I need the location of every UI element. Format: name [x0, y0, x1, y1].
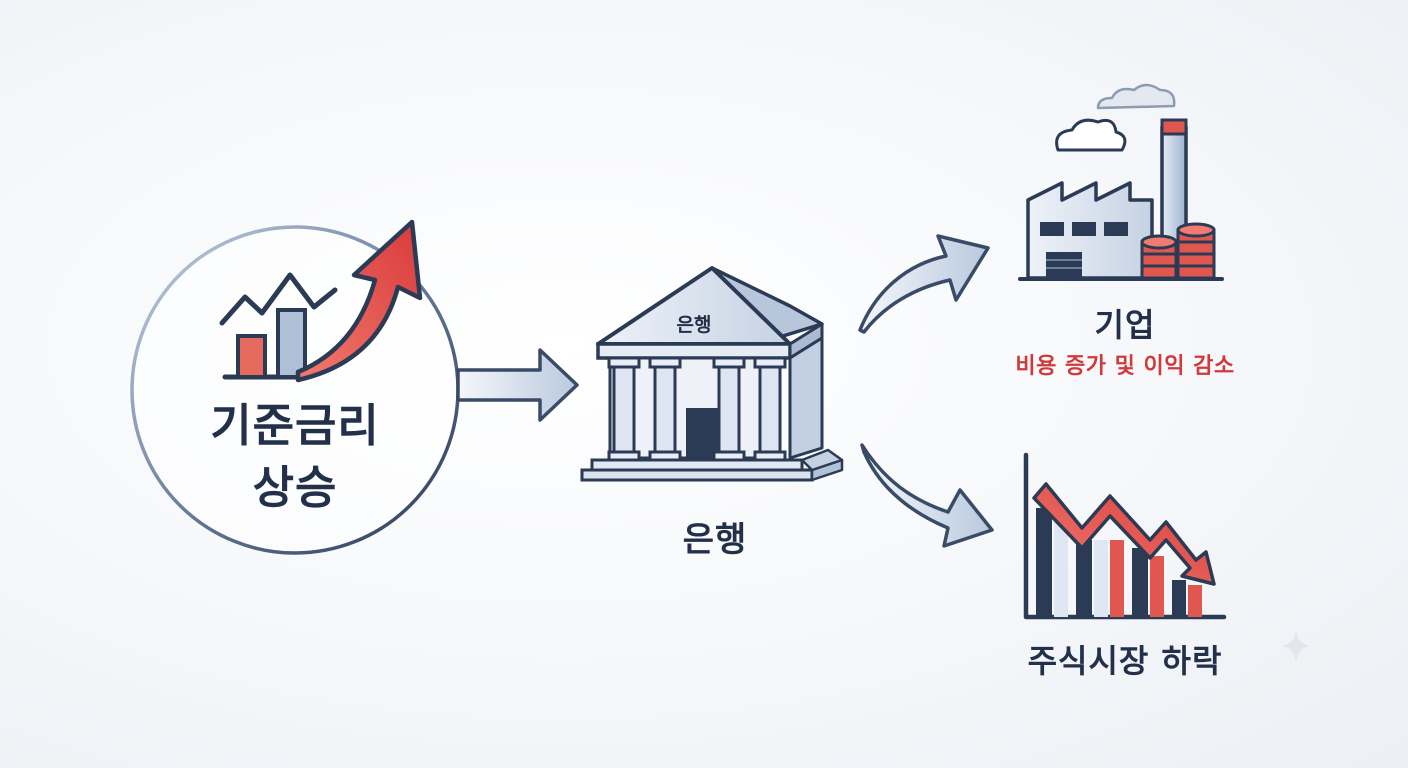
- bank-building-icon: [580, 266, 844, 482]
- arrow-rate-to-bank: [456, 348, 579, 422]
- company-label: 기업: [1094, 306, 1156, 344]
- rate-increase-node: [130, 219, 460, 555]
- sparkle-icon: [1282, 630, 1310, 662]
- rate-label-line2: 상승: [252, 461, 338, 514]
- smoke-icon: [1096, 83, 1176, 110]
- rate-label-line1: 기준금리: [210, 399, 380, 452]
- arrow-bank-to-company: [858, 234, 990, 334]
- bank-label: 은행: [682, 520, 748, 560]
- rising-chart-icon: [219, 219, 423, 383]
- rate-increase-label: 기준금리 상승: [150, 395, 440, 519]
- arrow-bank-to-stock: [860, 443, 994, 548]
- cloud-icon: [1055, 118, 1127, 152]
- stock-market-label: 주식시장 하락: [1027, 642, 1223, 680]
- falling-stock-chart-icon: [1023, 452, 1227, 620]
- bank-pediment-label: 은행: [677, 314, 712, 336]
- factory-icon: [1018, 83, 1224, 281]
- company-effect-label: 비용 증가 및 이익 감소: [1015, 354, 1235, 379]
